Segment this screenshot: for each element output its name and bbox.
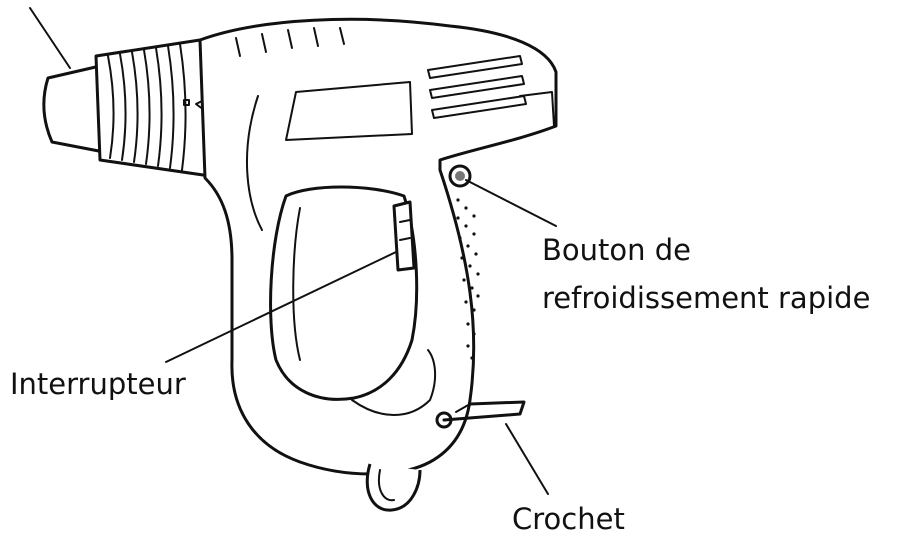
grip-texture (456, 198, 480, 360)
air-vents (427, 55, 555, 127)
side-window (285, 81, 413, 141)
top-leader-line (29, 7, 71, 69)
hook-label: Crochet (512, 502, 625, 536)
grip-opening (269, 185, 419, 401)
grip-lower-curve (351, 349, 436, 416)
cool-button-label-line1: Bouton de (542, 233, 691, 267)
trigger-switch (392, 200, 416, 272)
hook (435, 400, 526, 429)
cool-button-label-line2: refroidissement rapide (542, 281, 871, 315)
stand-foot (365, 463, 422, 512)
switch-label: Interrupteur (10, 367, 186, 401)
hook-leader (505, 423, 549, 495)
barrel (94, 38, 212, 178)
top-ridges (235, 27, 345, 57)
cool-button-leader (465, 179, 557, 227)
cool-down-button (448, 164, 472, 188)
switch-leader (165, 251, 397, 363)
housing-inner-curve (245, 95, 263, 231)
nozzle (42, 64, 106, 154)
